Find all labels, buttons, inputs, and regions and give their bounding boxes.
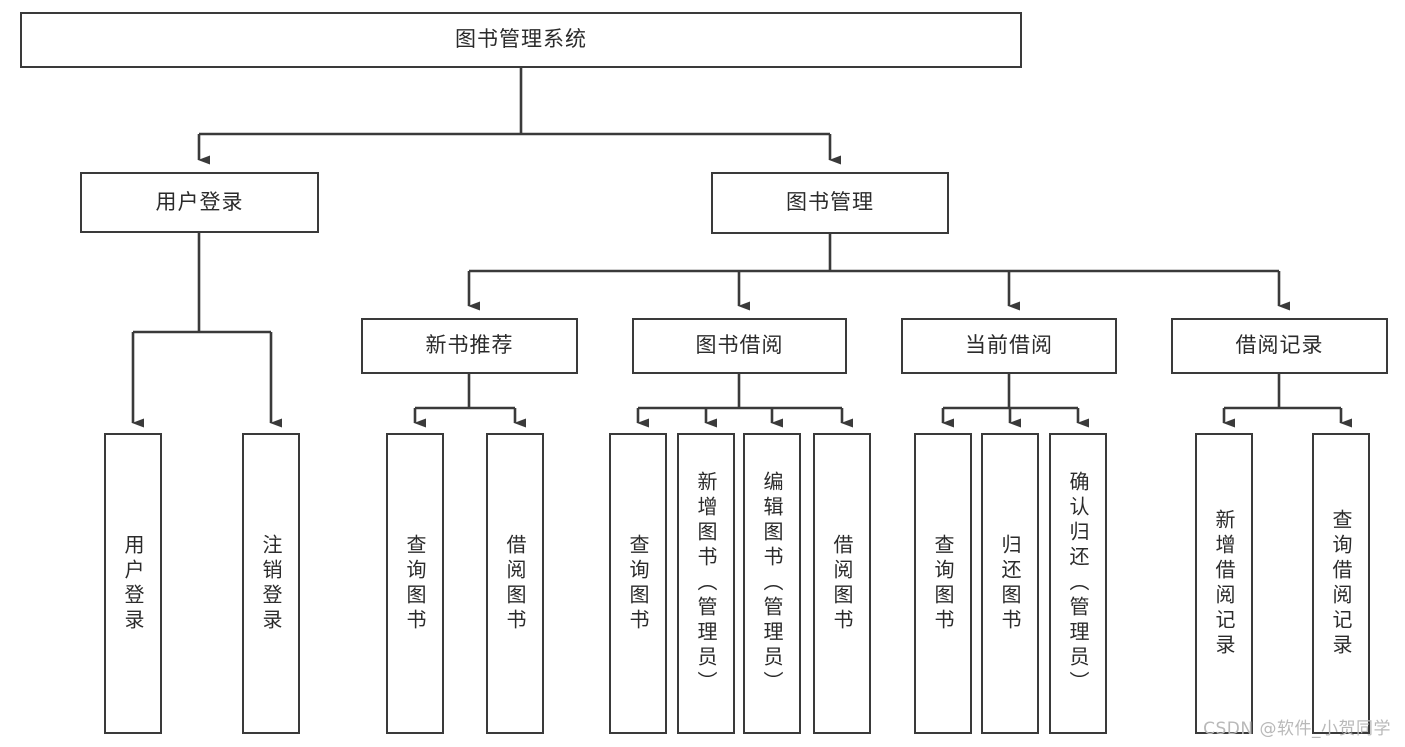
node-root-system[interactable]: 图书管理系统 <box>20 12 1022 68</box>
leaf-label: 确认归还（管理员） <box>1066 471 1090 696</box>
leaf-query-book-current[interactable]: 查询图书 <box>914 433 972 734</box>
leaf-return-book[interactable]: 归还图书 <box>981 433 1039 734</box>
leaf-edit-book-admin[interactable]: 编辑图书（管理员） <box>743 433 801 734</box>
leaf-label: 查询图书 <box>931 533 955 634</box>
leaf-query-borrow-record[interactable]: 查询借阅记录 <box>1312 433 1370 734</box>
leaf-label: 新增图书（管理员） <box>694 471 718 696</box>
leaf-borrow-book[interactable]: 借阅图书 <box>813 433 871 734</box>
node-new-book-recommend[interactable]: 新书推荐 <box>361 318 578 374</box>
node-current-borrow[interactable]: 当前借阅 <box>901 318 1117 374</box>
leaf-label: 编辑图书（管理员） <box>760 471 784 696</box>
leaf-label: 查询图书 <box>626 533 650 634</box>
leaf-label: 用户登录 <box>121 533 145 634</box>
leaf-borrow-book-recommend[interactable]: 借阅图书 <box>486 433 544 734</box>
leaf-label: 归还图书 <box>998 533 1022 634</box>
node-book-management[interactable]: 图书管理 <box>711 172 949 234</box>
node-user-login[interactable]: 用户登录 <box>80 172 319 233</box>
leaf-label: 新增借阅记录 <box>1212 508 1236 659</box>
leaf-add-borrow-record[interactable]: 新增借阅记录 <box>1195 433 1253 734</box>
leaf-label: 借阅图书 <box>503 533 527 634</box>
leaf-query-book-borrow[interactable]: 查询图书 <box>609 433 667 734</box>
node-book-borrow[interactable]: 图书借阅 <box>632 318 847 374</box>
leaf-user-login[interactable]: 用户登录 <box>104 433 162 734</box>
leaf-logout[interactable]: 注销登录 <box>242 433 300 734</box>
csdn-watermark: CSDN @软件_小贺同学 <box>1203 719 1391 739</box>
leaf-label: 借阅图书 <box>830 533 854 634</box>
leaf-add-book-admin[interactable]: 新增图书（管理员） <box>677 433 735 734</box>
node-borrow-record[interactable]: 借阅记录 <box>1171 318 1388 374</box>
leaf-label: 查询借阅记录 <box>1329 508 1353 659</box>
leaf-query-book-recommend[interactable]: 查询图书 <box>386 433 444 734</box>
leaf-label: 注销登录 <box>259 533 283 634</box>
leaf-confirm-return-admin[interactable]: 确认归还（管理员） <box>1049 433 1107 734</box>
leaf-label: 查询图书 <box>403 533 427 634</box>
